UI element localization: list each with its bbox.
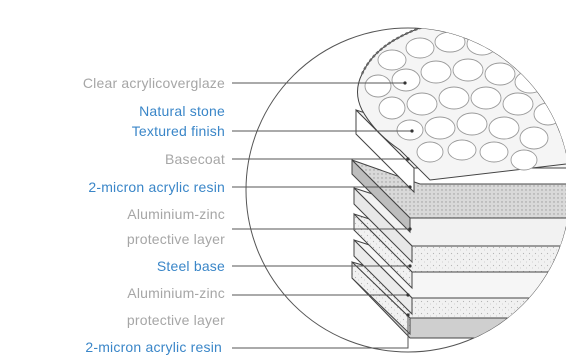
label-aluminium-zinc-lower: Aluminium-zinc <box>127 285 225 301</box>
label-clear-acrylic-overglaze: Clear acrylicoverglaze <box>83 75 225 91</box>
label-steel-base: Steel base <box>157 258 225 274</box>
label-acrylic-resin-top: 2-micron acrylic resin <box>88 179 225 195</box>
label-textured-finish: Textured finish <box>132 123 225 139</box>
label-basecoat: Basecoat <box>165 151 225 167</box>
label-aluminium-zinc-upper: Aluminium-zinc <box>127 206 225 222</box>
label-natural-stone: Natural stone <box>139 103 225 119</box>
label-protective-layer-upper: protective layer <box>127 231 225 247</box>
label-protective-layer-lower: protective layer <box>127 312 225 328</box>
label-acrylic-resin-bottom: 2-micron acrylic resin <box>85 339 222 355</box>
